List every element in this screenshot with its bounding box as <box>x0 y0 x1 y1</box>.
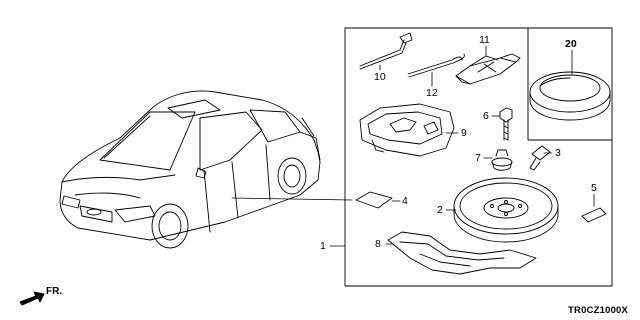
callout-5: 5 <box>591 182 597 194</box>
callout-12: 12 <box>426 87 438 99</box>
kit-group-frame <box>344 27 613 287</box>
callout-2: 2 <box>437 204 443 216</box>
part-wheel-nut-wrench <box>359 32 413 70</box>
part-bolt <box>499 107 513 141</box>
diagram-code: TR0CZ1000X <box>568 305 629 316</box>
callout-10: 10 <box>374 71 386 83</box>
leader-lines <box>231 45 595 247</box>
callout-9: 9 <box>461 127 467 139</box>
front-direction-arrow <box>19 291 45 306</box>
vehicle-illustration <box>59 90 321 249</box>
part-spare-tire <box>529 71 611 121</box>
part-wing-nut <box>491 149 513 171</box>
part-floor-tray <box>387 231 537 275</box>
direction-label: FR. <box>46 286 63 297</box>
callout-8: 8 <box>375 238 381 250</box>
callout-3: 3 <box>555 147 561 159</box>
callout-20: 20 <box>565 38 577 50</box>
callout-6: 6 <box>483 110 489 122</box>
part-tool-case <box>359 103 455 157</box>
callout-4: 4 <box>402 195 408 207</box>
part-jack <box>455 53 521 85</box>
part-strip <box>581 207 607 223</box>
callout-1: 1 <box>320 240 326 252</box>
part-label-pad <box>355 191 393 209</box>
part-spare-wheel <box>453 177 559 243</box>
part-jack-handle-bar <box>407 53 465 78</box>
callout-7: 7 <box>475 152 481 164</box>
part-valve-adapter <box>529 145 551 171</box>
callout-11: 11 <box>479 34 490 46</box>
